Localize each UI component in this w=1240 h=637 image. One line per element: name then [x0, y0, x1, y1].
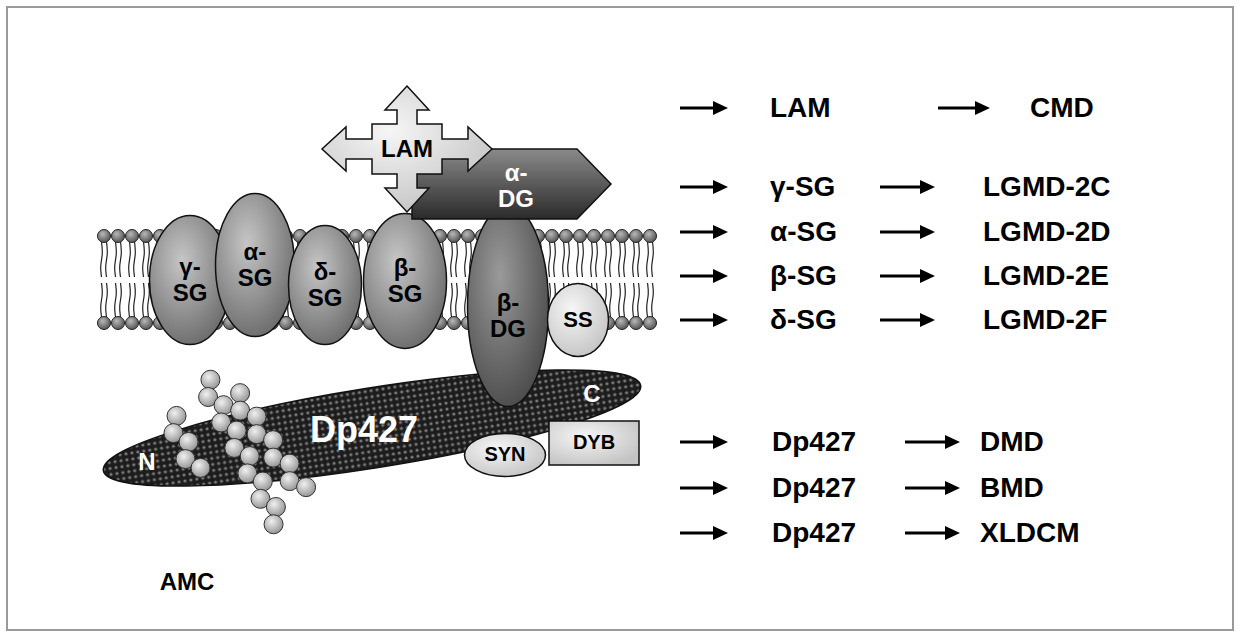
protein-label: γ- SG — [173, 254, 208, 306]
actin-bead-chain — [164, 406, 210, 477]
pointer-arrow — [938, 101, 990, 115]
pointer-arrow — [680, 269, 728, 283]
protein-label: β- DG — [490, 290, 526, 342]
pointer-arrow — [680, 526, 728, 540]
pointer-arrow — [680, 435, 728, 449]
protein-name: β-SG — [770, 260, 837, 292]
disease-name: LGMD-2D — [983, 216, 1111, 248]
actin-bead-chain — [199, 370, 286, 534]
protein-name: Dp427 — [772, 426, 856, 458]
disease-name: LGMD-2C — [983, 171, 1111, 203]
protein-name: Dp427 — [772, 517, 856, 549]
pointer-arrow — [680, 225, 728, 239]
pointer-arrow — [680, 101, 728, 115]
sarcospan-ellipse: SS — [546, 282, 610, 358]
pointer-arrow — [680, 313, 728, 327]
pointer-arrow — [880, 225, 935, 239]
dystrobrevin-box: DYB — [548, 420, 640, 466]
pointer-arrow — [880, 180, 935, 194]
protein-label: δ- SG — [308, 259, 343, 311]
syntrophin-ellipse: SYN — [463, 432, 547, 478]
protein-label: β- SG — [388, 255, 423, 307]
protein-label: α- SG — [238, 239, 273, 291]
protein-name: α-SG — [770, 216, 837, 248]
pointer-arrow — [905, 481, 960, 495]
pointer-arrow — [905, 435, 960, 449]
protein-label: SS — [563, 308, 592, 332]
pointer-arrow — [680, 481, 728, 495]
protein-name: LAM — [770, 92, 831, 124]
actin-bead-chain — [231, 384, 316, 497]
protein-name: γ-SG — [770, 171, 835, 203]
disease-name: CMD — [1030, 92, 1094, 124]
protein-name: Dp427 — [772, 472, 856, 504]
laminin-cross: LAM — [322, 86, 492, 212]
disease-name: BMD — [980, 472, 1044, 504]
protein-label: DYB — [573, 432, 615, 454]
sarcoglycan-ellipse: δ- SG — [287, 224, 363, 346]
figure-frame — [7, 7, 1233, 630]
protein-label: LAM — [381, 136, 433, 162]
protein-label: SYN — [484, 444, 525, 466]
protein-label: N — [138, 449, 155, 475]
sarcoglycan-ellipse: β- SG — [362, 212, 448, 350]
pointer-arrow — [880, 269, 935, 283]
protein-label: α-DG — [498, 160, 534, 212]
disease-name: DMD — [980, 426, 1044, 458]
pointer-arrow — [680, 180, 728, 194]
dystroglycan-ellipse: β- DG — [466, 204, 550, 408]
disease-name: LGMD-2F — [983, 304, 1107, 336]
disease-name: LGMD-2E — [983, 260, 1109, 292]
sarcoglycan-ellipse: α- SG — [214, 192, 296, 338]
complex-label: AMC — [160, 568, 215, 596]
protein-name: δ-SG — [770, 304, 837, 336]
disease-name: XLDCM — [980, 517, 1080, 549]
pointer-arrow — [880, 313, 935, 327]
pointer-arrow — [905, 526, 960, 540]
protein-label: Dp427 — [310, 411, 418, 450]
protein-label: C — [583, 381, 600, 407]
